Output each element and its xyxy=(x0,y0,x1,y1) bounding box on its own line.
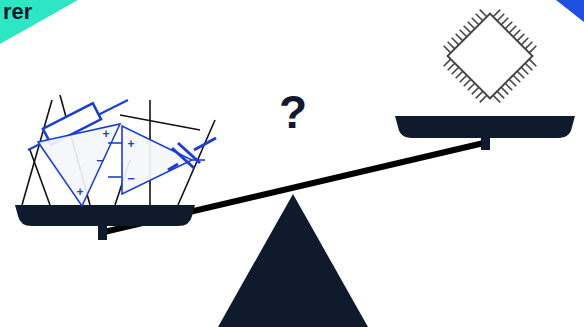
chip-pin xyxy=(448,63,455,70)
chip-pin xyxy=(513,75,520,82)
chip-pin xyxy=(472,87,479,94)
corner-badge: rer xyxy=(0,0,88,46)
chip-pin xyxy=(505,22,512,29)
chip-pin xyxy=(444,46,451,53)
opamp-symbol xyxy=(122,126,192,194)
opamp-symbol xyxy=(38,124,120,206)
chip-pin xyxy=(497,14,504,21)
chip-pin xyxy=(452,38,459,45)
chip-pin xyxy=(456,71,463,78)
corner-band xyxy=(556,0,584,22)
chip-pin xyxy=(529,59,536,66)
capacitor-symbol xyxy=(168,138,216,170)
chip-pin xyxy=(460,75,467,82)
chip-pin xyxy=(517,71,524,78)
chip-pin xyxy=(509,79,516,86)
pin-sign: + xyxy=(127,138,134,150)
chip-pin xyxy=(452,67,459,74)
chip-pin xyxy=(460,30,467,37)
chip-pin xyxy=(480,10,487,17)
chip-pin xyxy=(456,34,463,41)
wires xyxy=(22,95,215,205)
chip-pin xyxy=(464,79,471,86)
chip-pin xyxy=(497,91,504,98)
chip-pin xyxy=(476,91,483,98)
chip-pin xyxy=(468,83,475,90)
chip-pin xyxy=(501,18,508,25)
chip-pin xyxy=(521,38,528,45)
chip-pin xyxy=(472,18,479,25)
ic-chip xyxy=(433,0,546,113)
chip-pin xyxy=(509,26,516,33)
question-mark: ? xyxy=(279,89,307,135)
chip-pin xyxy=(501,87,508,94)
chip-pin xyxy=(448,42,455,49)
chip-pin xyxy=(444,59,451,66)
badge-text: rer xyxy=(3,0,91,25)
chip-pin xyxy=(513,30,520,37)
pin-sign: − xyxy=(96,154,104,167)
right-pan xyxy=(395,116,575,138)
opamp-leads xyxy=(108,143,205,177)
chip-pin xyxy=(493,10,500,17)
fulcrum xyxy=(218,194,368,327)
left-pan xyxy=(15,205,195,226)
chip-pin xyxy=(476,14,483,21)
pin-sign: + xyxy=(76,186,83,198)
pin-sign: + xyxy=(102,128,109,140)
chip-pin xyxy=(480,95,487,102)
chip-pin xyxy=(464,26,471,33)
chip-pin xyxy=(525,42,532,49)
chip-pin xyxy=(517,34,524,41)
chip-pin xyxy=(493,95,500,102)
chip-pin xyxy=(529,46,536,53)
chip-pin xyxy=(521,67,528,74)
pin-sign: − xyxy=(127,172,135,185)
chip-pin xyxy=(468,22,475,29)
chip-pin xyxy=(525,63,532,70)
chip-pin xyxy=(505,83,512,90)
